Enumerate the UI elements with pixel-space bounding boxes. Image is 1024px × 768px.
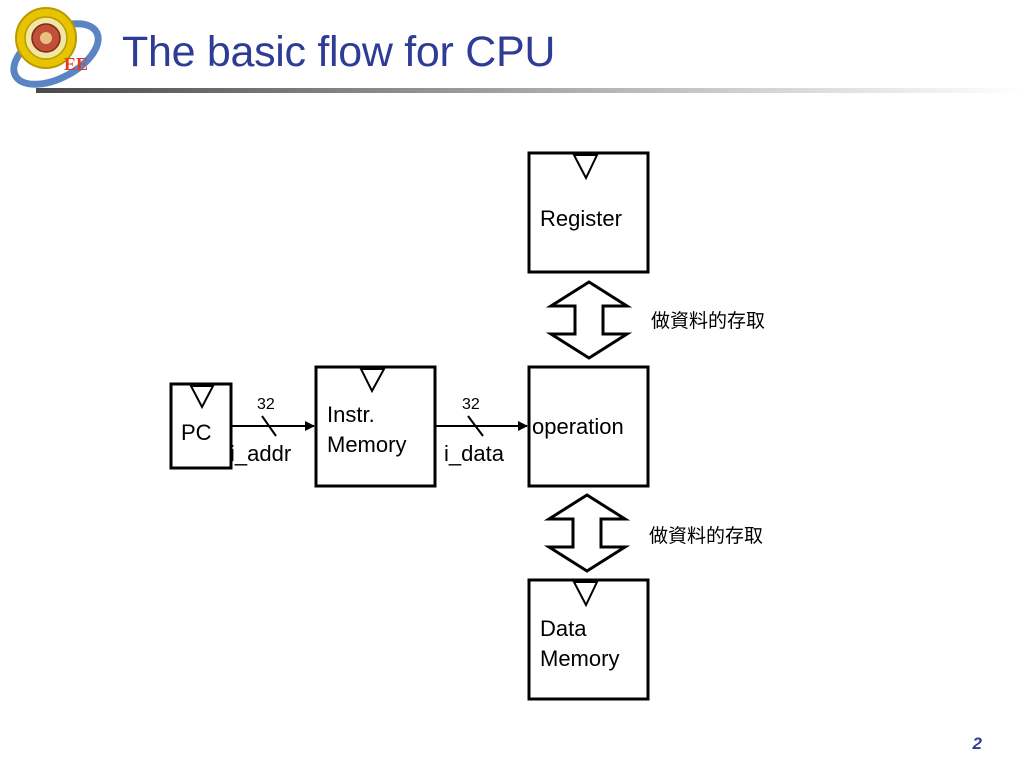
data-bus: 32 i_data bbox=[435, 396, 528, 466]
addr-bus: 32 i_addr bbox=[230, 396, 315, 466]
memory-access-note: 做資料的存取 bbox=[649, 525, 763, 547]
university-logo: EE bbox=[10, 7, 102, 88]
title-divider bbox=[36, 88, 1024, 93]
slide-number: 2 bbox=[972, 734, 982, 753]
pc-label: PC bbox=[181, 420, 212, 445]
clock-triangle-icon bbox=[189, 385, 215, 410]
data-memory-block: Data Memory bbox=[527, 578, 650, 701]
register-access-arrow bbox=[545, 280, 633, 360]
clock-triangle-icon bbox=[359, 368, 386, 394]
pc-block: PC bbox=[169, 382, 233, 470]
register-label: Register bbox=[540, 206, 622, 231]
operation-label: operation bbox=[532, 414, 624, 439]
data-signal-label: i_data bbox=[444, 441, 505, 466]
logo-text: EE bbox=[64, 54, 88, 74]
clock-triangle-icon bbox=[572, 154, 599, 181]
data-width-label: 32 bbox=[462, 396, 480, 413]
memory-access-arrow bbox=[543, 493, 631, 573]
bus-width-slash bbox=[261, 415, 277, 437]
register-block: Register bbox=[527, 151, 650, 274]
page-title: The basic flow for CPU bbox=[122, 28, 556, 76]
instr-memory-label-line1: Instr. bbox=[327, 402, 375, 427]
register-access-note: 做資料的存取 bbox=[651, 310, 765, 332]
clock-triangle-icon bbox=[572, 581, 599, 608]
data-memory-label-line2: Memory bbox=[540, 646, 619, 671]
operation-block: operation bbox=[527, 365, 650, 488]
instr-memory-block: Instr. Memory bbox=[314, 365, 437, 488]
bus-width-slash bbox=[467, 415, 484, 437]
data-memory-label-line1: Data bbox=[540, 616, 587, 641]
instr-memory-label-line2: Memory bbox=[327, 432, 406, 457]
addr-signal-label: i_addr bbox=[230, 441, 291, 466]
addr-width-label: 32 bbox=[257, 396, 275, 413]
